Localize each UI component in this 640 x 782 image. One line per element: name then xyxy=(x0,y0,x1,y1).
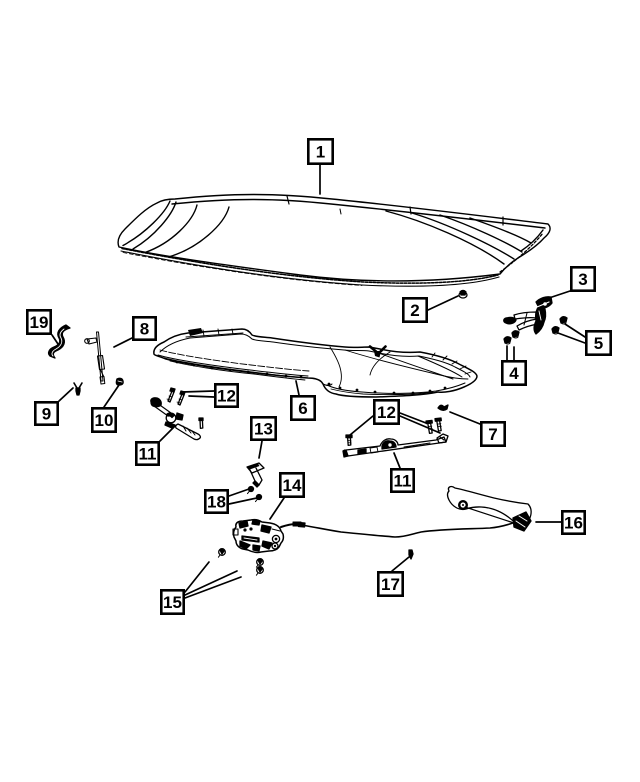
svg-text:1: 1 xyxy=(316,143,325,162)
svg-text:9: 9 xyxy=(42,405,51,424)
svg-text:11: 11 xyxy=(394,472,412,491)
svg-text:11: 11 xyxy=(139,445,157,464)
svg-text:16: 16 xyxy=(564,514,583,533)
svg-text:4: 4 xyxy=(509,364,519,383)
svg-text:12: 12 xyxy=(217,387,236,406)
svg-text:17: 17 xyxy=(381,575,400,594)
svg-text:5: 5 xyxy=(594,334,603,353)
svg-text:7: 7 xyxy=(488,425,497,444)
svg-text:2: 2 xyxy=(410,301,419,320)
svg-text:18: 18 xyxy=(207,493,226,512)
svg-text:3: 3 xyxy=(578,270,587,289)
svg-text:8: 8 xyxy=(140,320,149,339)
svg-text:10: 10 xyxy=(95,411,114,430)
svg-text:19: 19 xyxy=(30,313,49,332)
svg-text:12: 12 xyxy=(377,403,396,422)
svg-text:13: 13 xyxy=(254,420,273,439)
svg-text:6: 6 xyxy=(298,399,307,418)
svg-text:15: 15 xyxy=(163,593,182,612)
svg-text:14: 14 xyxy=(283,476,302,495)
